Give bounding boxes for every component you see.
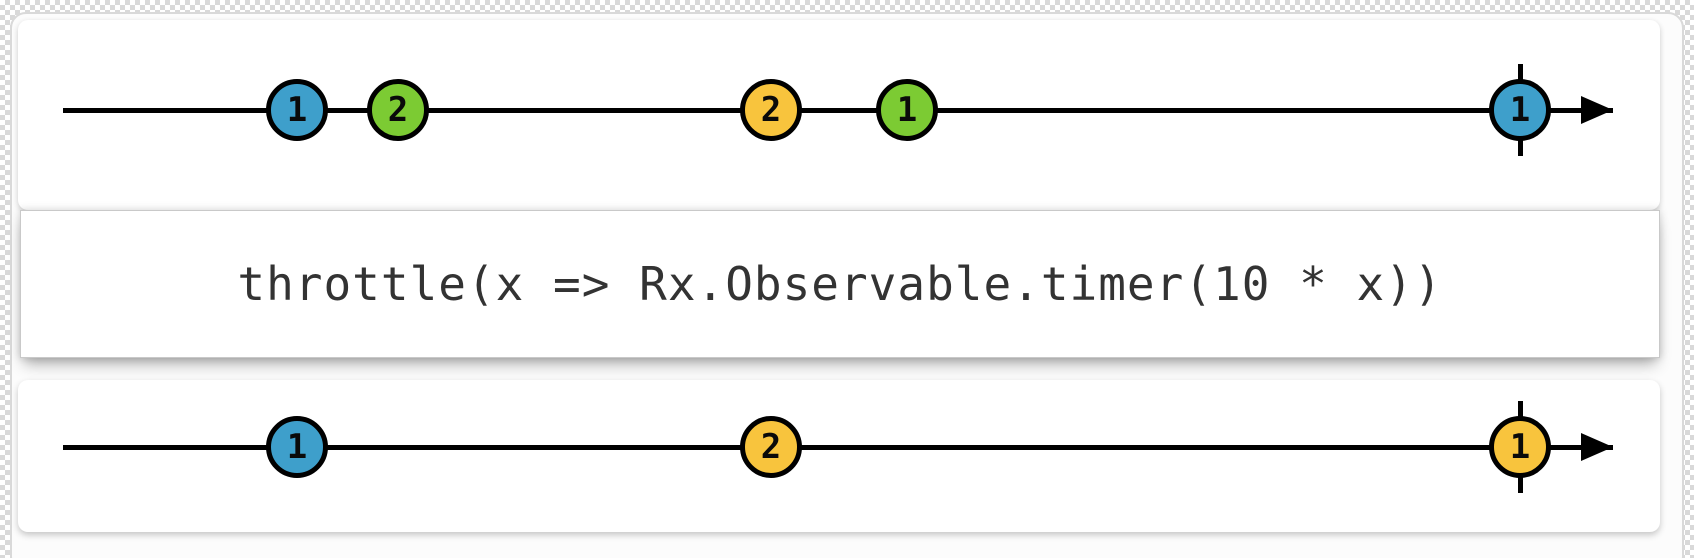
input-timeline-line — [63, 107, 1613, 113]
input-timeline-arrowhead-icon — [1581, 96, 1613, 124]
operator-box: throttle(x => Rx.Observable.timer(10 * x… — [20, 210, 1660, 358]
output-timeline-arrowhead-icon — [1581, 433, 1613, 461]
input-marble-1[interactable]: 1 — [1489, 79, 1551, 141]
input-marble-2[interactable]: 2 — [367, 79, 429, 141]
input-marble-1[interactable]: 1 — [876, 79, 938, 141]
output-timeline: 1 2 1 — [18, 380, 1660, 532]
input-marble-1[interactable]: 1 — [266, 79, 328, 141]
output-marble-1: 1 — [1489, 416, 1551, 478]
output-marble-1: 1 — [266, 416, 328, 478]
output-marble-2: 2 — [740, 416, 802, 478]
operator-code-label: throttle(x => Rx.Observable.timer(10 * x… — [237, 257, 1443, 311]
output-timeline-line — [63, 444, 1613, 450]
input-marble-2[interactable]: 2 — [740, 79, 802, 141]
